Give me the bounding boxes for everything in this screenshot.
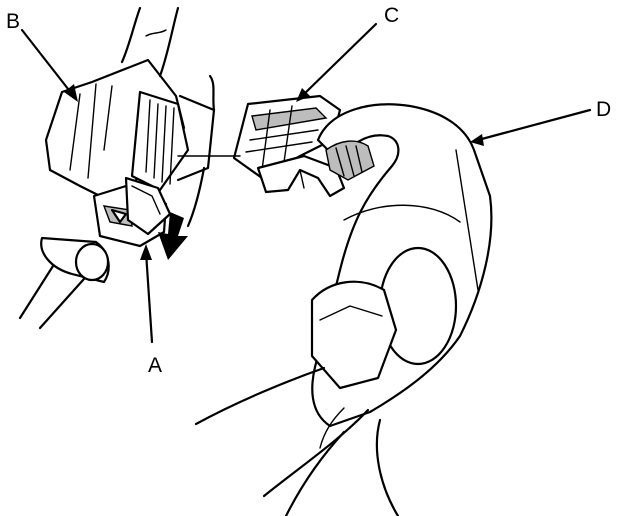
push-arrow-icon <box>158 212 188 260</box>
pliers <box>194 103 493 516</box>
leader-b <box>20 28 74 96</box>
label-d: D <box>596 98 611 121</box>
leader-a <box>144 250 154 344</box>
leader-c <box>300 22 378 98</box>
connector-housing <box>18 6 216 330</box>
label-b: B <box>6 10 20 33</box>
leader-d <box>476 108 592 142</box>
label-c: C <box>384 4 399 27</box>
leader-lines <box>20 22 592 344</box>
terminal-lock <box>177 94 346 198</box>
label-a: A <box>148 354 162 377</box>
